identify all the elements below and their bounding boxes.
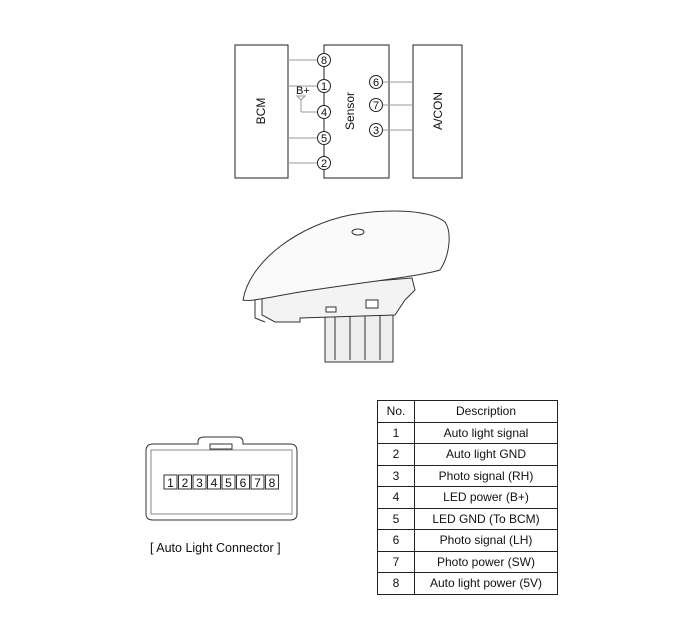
acon-label: A/CON xyxy=(431,92,445,130)
pin-no-cell: 5 xyxy=(377,507,415,530)
wiring-diagram xyxy=(234,44,463,179)
connector-pin-cell xyxy=(265,474,279,490)
pin-number: 8 xyxy=(321,55,327,67)
auto-light-connector xyxy=(145,436,298,521)
description-cell: LED power (B+) xyxy=(414,486,558,509)
pin-circle xyxy=(369,75,383,89)
pin-no-cell: 7 xyxy=(377,550,415,573)
sensor-right-pins: 6 7 3 xyxy=(369,75,383,137)
sensor-left-pins: 8 1 4 5 2 xyxy=(317,53,331,170)
table-header-row: No. Description xyxy=(377,400,558,423)
bcm-label: BCM xyxy=(254,98,268,125)
pin-no-cell: 8 xyxy=(377,572,415,595)
pin-number: 7 xyxy=(373,100,379,112)
connector-pin-cell xyxy=(207,474,221,490)
connector-pin-cell xyxy=(178,474,192,490)
connector-pin-number: 8 xyxy=(269,476,276,490)
description-cell: Photo signal (RH) xyxy=(414,464,558,487)
pin-circle xyxy=(369,98,383,112)
connector-pin-cell xyxy=(192,474,207,490)
header-no: No. xyxy=(377,400,415,423)
sensor-label: Sensor xyxy=(343,92,357,130)
connector-pin-number: 6 xyxy=(240,476,247,490)
connector-caption: [ Auto Light Connector ] xyxy=(150,541,281,555)
pin-no-cell: 1 xyxy=(377,421,415,444)
connector-pin-cell xyxy=(163,474,178,490)
bcm-box xyxy=(234,44,289,179)
description-cell: Auto light GND xyxy=(414,443,558,466)
pin-no-cell: 4 xyxy=(377,486,415,509)
pin-circle xyxy=(317,105,331,119)
description-cell: Photo power (SW) xyxy=(414,550,558,573)
description-cell: Auto light signal xyxy=(414,421,558,444)
connector-pin-cell xyxy=(250,474,265,490)
connector-pin-number: 7 xyxy=(254,476,261,490)
sensor-illustration xyxy=(242,210,450,363)
pin-circle xyxy=(369,123,383,137)
bplus-label: B+ xyxy=(296,85,310,97)
connector-pin-number: 4 xyxy=(211,476,218,490)
pin-circle xyxy=(317,79,331,93)
description-cell: Auto light power (5V) xyxy=(414,572,558,595)
pin-number: 5 xyxy=(321,133,327,145)
connector-pin-cell xyxy=(221,474,236,490)
connector-pin-number: 2 xyxy=(182,476,189,490)
pin-number: 6 xyxy=(373,77,379,89)
pin-circle xyxy=(317,53,331,67)
description-cell: Photo signal (LH) xyxy=(414,529,558,552)
header-description: Description xyxy=(414,400,558,423)
description-cell: LED GND (To BCM) xyxy=(414,507,558,530)
pin-no-cell: 2 xyxy=(377,443,415,466)
pin-number: 2 xyxy=(321,158,327,170)
connector-pin-number: 5 xyxy=(225,476,232,490)
connector-pin-number: 1 xyxy=(167,476,174,490)
pin-circle xyxy=(317,131,331,145)
pin-no-cell: 3 xyxy=(377,464,415,487)
pin-number: 3 xyxy=(373,125,379,137)
acon-box xyxy=(412,44,463,179)
connector-pin-cell xyxy=(236,474,250,490)
pin-no-cell: 6 xyxy=(377,529,415,552)
pin-number: 1 xyxy=(321,81,327,93)
pin-number: 4 xyxy=(321,107,327,119)
connector-pin-number: 3 xyxy=(196,476,203,490)
pin-circle xyxy=(317,156,331,170)
